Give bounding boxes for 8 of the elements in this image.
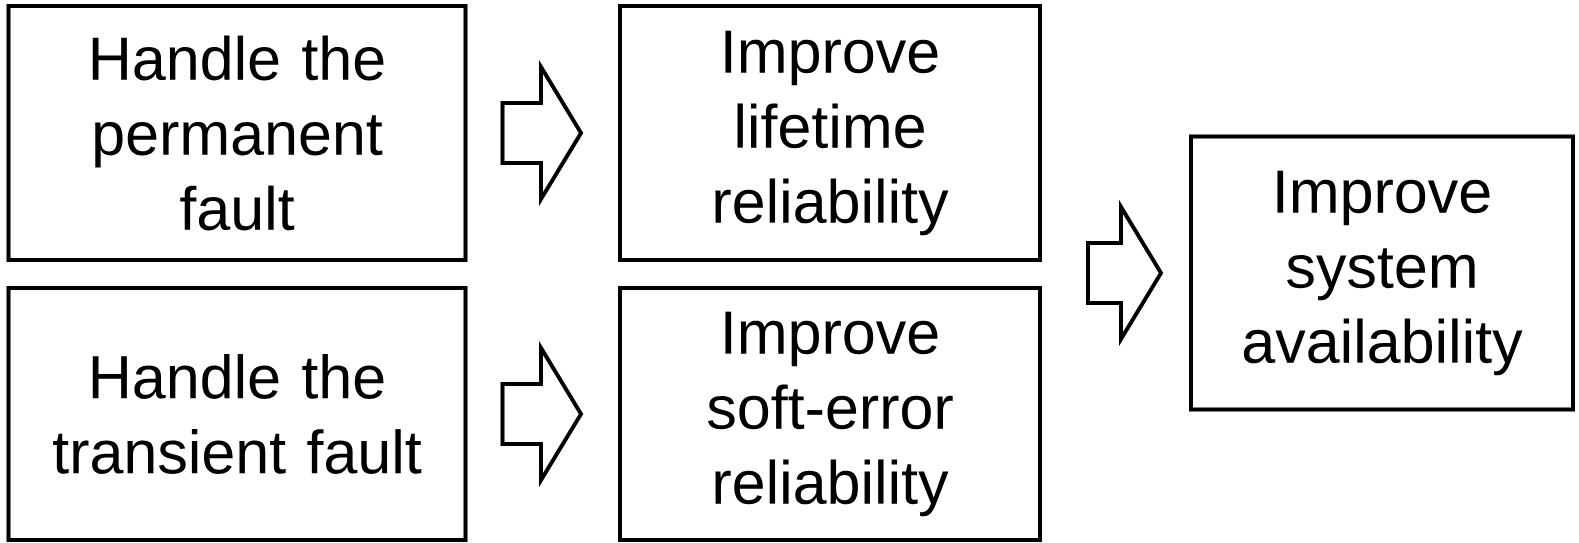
text-box: Improve system availability — [1189, 134, 1575, 412]
text-box: Improve lifetime reliability — [618, 4, 1042, 262]
block-arrow — [1086, 199, 1164, 347]
text-box: Handle the transient fault — [6, 286, 468, 542]
block-arrow — [500, 340, 584, 488]
block-arrow — [500, 59, 584, 207]
text-box: Handle the permanent fault — [6, 4, 468, 262]
text-box: Improve soft-error reliability — [618, 286, 1042, 542]
